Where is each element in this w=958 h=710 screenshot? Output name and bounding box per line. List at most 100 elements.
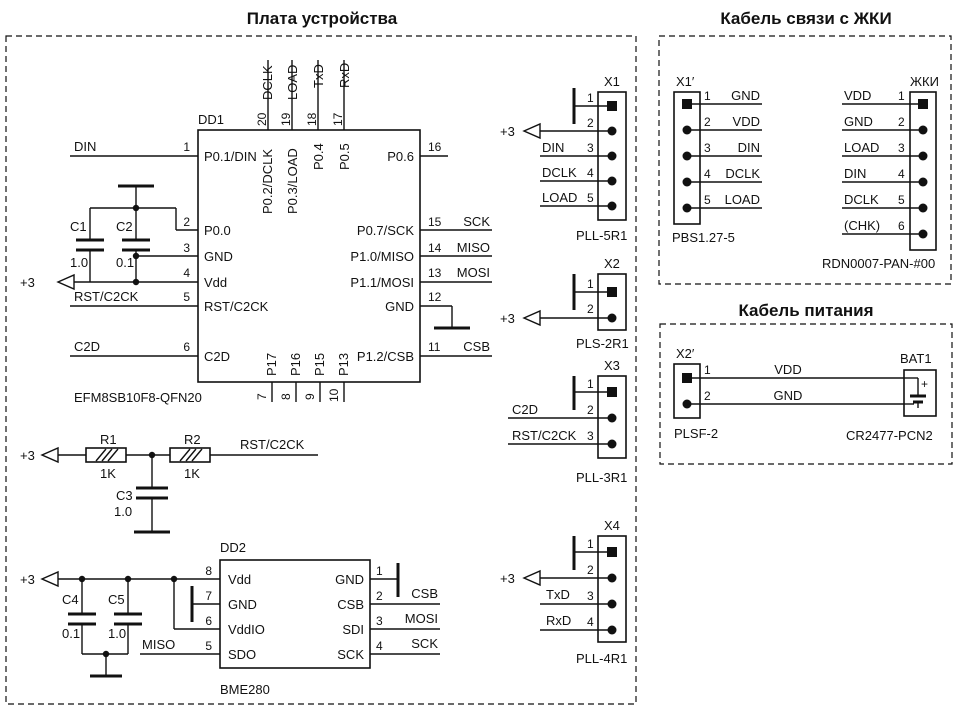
x2-pin-2: 2 <box>587 302 594 316</box>
x3-pin-3: 3 <box>587 429 594 443</box>
x1-pin-2: 2 <box>587 116 594 130</box>
lcd-net-4: DIN <box>844 166 866 181</box>
dd1-pin-12-number: 12 <box>428 290 442 304</box>
dd1-pin-1-number: 1 <box>183 140 190 154</box>
dd1-pin-2-name: P0.0 <box>204 223 231 238</box>
power-arrow-icon <box>40 446 59 464</box>
x2-prime-body <box>673 363 701 419</box>
x1-net-dclk: DCLK <box>542 165 577 180</box>
x1-prime-net-1: GND <box>731 88 760 103</box>
board-frame <box>5 35 637 705</box>
dd2-pin-2-name: CSB <box>337 597 364 612</box>
x3-pin-1: 1 <box>587 377 594 391</box>
lcd-cable: X1′ PBS1.27-5 1 2 3 4 5 GND VDD DIN DCLK… <box>672 74 939 271</box>
dd2-pin-6-name: VddIO <box>228 622 265 637</box>
dd2-pin-6-number: 6 <box>205 614 212 628</box>
dd1-pin-18-name: P0.4 <box>311 143 326 170</box>
dd1-pin-13-name: P1.1/MOSI <box>350 275 414 290</box>
x3-connector: X3 PLL-3R1 1 2 3 C2D RST/C2CK <box>508 358 627 485</box>
dd1-pin-11-name: P1.2/CSB <box>357 349 414 364</box>
power-arrow-icon <box>522 122 541 140</box>
dd1-pin-19-number: 19 <box>279 112 293 126</box>
x1-net-load: LOAD <box>542 190 577 205</box>
dd2-pin-7-number: 7 <box>205 589 212 603</box>
x2-prime-pin-1: 1 <box>704 363 711 377</box>
lcd-body <box>909 91 937 251</box>
r2-body <box>169 447 211 463</box>
net-csb: CSB <box>463 339 490 354</box>
lcd-part: RDN0007-PAN-#00 <box>822 256 935 271</box>
x4-pin-4: 4 <box>587 615 594 629</box>
dd2-pin-3-number: 3 <box>376 614 383 628</box>
lcd-net-1: VDD <box>844 88 871 103</box>
dd2-pin-4-number: 4 <box>376 639 383 653</box>
power-net-gnd: GND <box>774 388 803 403</box>
dd2-sensor: DD2 BME280 Vdd GND VddIO SDO GND CSB SDI… <box>20 540 440 697</box>
dd2-pin-5-name: SDO <box>228 647 256 662</box>
dd1-body <box>197 129 421 383</box>
dd1-pin-5-number: 5 <box>183 290 190 304</box>
dd1-pin-12-name: GND <box>385 299 414 314</box>
x3-ref: X3 <box>604 358 620 373</box>
dd1-pin-4-name: Vdd <box>204 275 227 290</box>
battery-part: CR2477-PCN2 <box>846 428 933 443</box>
x1-prime-pin-5: 5 <box>704 193 711 207</box>
x4-pin-1: 1 <box>587 537 594 551</box>
vcc-label-x1: +3 <box>500 124 515 139</box>
x1-connector: X1 PLL-5R1 1 2 3 4 5 +3 DIN DCLK LOAD <box>500 74 627 243</box>
dd1-pin-18-number: 18 <box>305 112 319 126</box>
power-cable-frame <box>659 323 953 465</box>
x1-prime-part: PBS1.27-5 <box>672 230 735 245</box>
lcd-cable-frame <box>658 35 952 285</box>
lcd-pin-2: 2 <box>898 115 905 129</box>
x1-pin-5: 5 <box>587 191 594 205</box>
x2-part: PLS-2R1 <box>576 336 629 351</box>
dd2-pin-2-number: 2 <box>376 589 383 603</box>
x4-ref: X4 <box>604 518 620 533</box>
x2-connector: X2 PLS-2R1 1 2 +3 <box>500 256 629 351</box>
net-txd-top: TxD <box>311 64 326 88</box>
dd1-ref: DD1 <box>198 112 224 127</box>
battery-body <box>903 369 937 417</box>
dd1-pin-8-number: 8 <box>279 393 293 400</box>
dd2-pin-8-name: Vdd <box>228 572 251 587</box>
lcd-net-5: DCLK <box>844 192 879 207</box>
dd1-pin-6-number: 6 <box>183 340 190 354</box>
dd1-pin-15-number: 15 <box>428 215 442 229</box>
dd1-pin-1-name: P0.1/DIN <box>204 149 257 164</box>
board-title: Плата устройства <box>247 9 398 28</box>
c3-ref: C3 <box>116 488 133 503</box>
dd2-pin-5-number: 5 <box>205 639 212 653</box>
x4-connector: X4 PLL-4R1 1 2 3 4 +3 TxD RxD <box>500 518 627 666</box>
dd2-body <box>219 559 371 669</box>
dd2-ref: DD2 <box>220 540 246 555</box>
x3-net-rst-c2ck: RST/C2CK <box>512 428 577 443</box>
x2-pin-1: 1 <box>587 277 594 291</box>
x1-part: PLL-5R1 <box>576 228 627 243</box>
c2-ref: C2 <box>116 219 133 234</box>
power-net-vdd: VDD <box>774 362 801 377</box>
x2-prime-part: PLSF-2 <box>674 426 718 441</box>
x3-net-c2d: C2D <box>512 402 538 417</box>
c5-value: 1.0 <box>108 626 126 641</box>
dd1-pin-17-name: P0.5 <box>337 143 352 170</box>
x1-prime-net-3: DIN <box>738 140 760 155</box>
x1-ref: X1 <box>604 74 620 89</box>
c5-ref: C5 <box>108 592 125 607</box>
x1-pin-3: 3 <box>587 141 594 155</box>
net-mosi-dd2: MOSI <box>405 611 438 626</box>
r1-body <box>85 447 127 463</box>
net-mosi: MOSI <box>457 265 490 280</box>
c4-value: 0.1 <box>62 626 80 641</box>
dd1-pin-6-name: C2D <box>204 349 230 364</box>
c4-ref: C4 <box>62 592 79 607</box>
dd2-pin-1-number: 1 <box>376 564 383 578</box>
dd1-pin-4-number: 4 <box>183 266 190 280</box>
net-rst-c2ck-r2: RST/C2CK <box>240 437 305 452</box>
dd2-pin-1-name: GND <box>335 572 364 587</box>
dd1-pin-20-name: P0.2/DCLK <box>260 149 275 214</box>
power-arrow-icon <box>522 309 541 327</box>
vcc-label-x2: +3 <box>500 311 515 326</box>
net-din: DIN <box>74 139 96 154</box>
x3-part: PLL-3R1 <box>576 470 627 485</box>
